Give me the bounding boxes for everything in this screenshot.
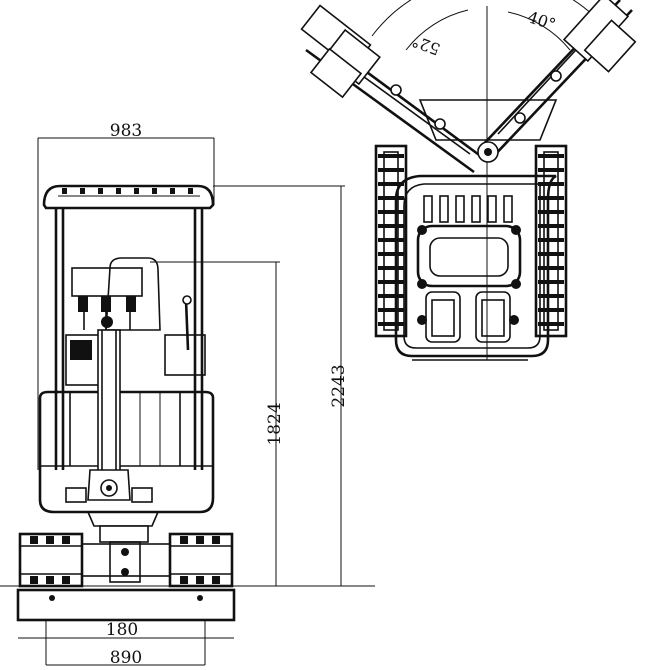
dim-overall-height: 2243 [329,364,349,407]
dozer-blade [16,588,236,622]
upper-body-top [394,174,557,358]
dim-track-width: 890 [110,648,142,668]
dim-cab-height: 1824 [265,402,285,445]
swing-arc [371,0,613,37]
front-view-dimensions: 983 2243 1824 180 890 [0,121,375,668]
engine-hood [416,224,522,288]
operator-seat [105,257,161,331]
track-left [18,532,84,588]
blade-cylinder [109,541,141,583]
track-right [168,532,234,588]
top-track-left [374,144,408,338]
dim-overall-width: 983 [110,121,142,141]
top-view: 52° 40° [300,0,637,361]
angle-right: 40° [525,7,558,34]
dim-ground-clearance: 180 [106,620,138,640]
front-view [16,184,236,622]
upper-body [38,390,215,514]
boom-swung-right [477,0,637,161]
control-console [71,267,143,297]
angle-left: 52° [410,31,443,59]
canopy-roof [42,184,215,210]
